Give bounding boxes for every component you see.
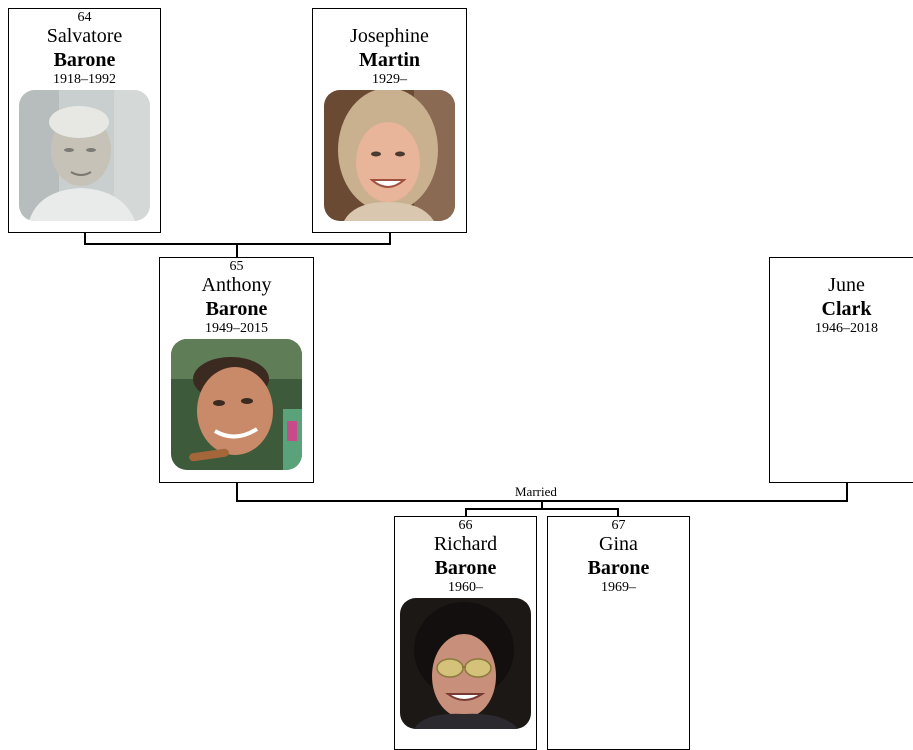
connector-line — [389, 232, 391, 244]
connector-line — [846, 482, 848, 501]
connector-line — [84, 232, 86, 244]
portrait-photo — [19, 90, 150, 221]
connector-line — [617, 508, 619, 517]
given-name: Salvatore — [46, 25, 123, 47]
person-photo-icon — [400, 598, 531, 729]
person-card-salvatore[interactable]: 64 Salvatore Barone 1918–1992 — [8, 8, 161, 233]
surname: Barone — [434, 557, 497, 579]
surname: Clark — [821, 298, 872, 320]
connector-line — [84, 243, 391, 245]
surname: Martin — [358, 49, 421, 71]
given-name: June — [828, 274, 865, 296]
connector-line — [236, 482, 238, 501]
life-dates: 1929– — [372, 72, 407, 87]
person-card-richard[interactable]: 66 Richard Barone 1960– — [394, 516, 537, 750]
life-dates: 1918–1992 — [53, 72, 116, 87]
portrait-photo — [171, 339, 302, 470]
person-card-june[interactable]: June Clark 1946–2018 — [769, 257, 913, 483]
given-name: Josephine — [350, 25, 429, 47]
person-number: 64 — [77, 10, 92, 25]
person-number: 65 — [229, 259, 244, 274]
connector-line — [465, 508, 619, 510]
person-card-anthony[interactable]: 65 Anthony Barone 1949–2015 — [159, 257, 314, 483]
union-label: Married — [513, 484, 559, 499]
connector-line — [465, 508, 467, 517]
given-name: Anthony — [201, 274, 272, 296]
surname: Barone — [587, 557, 650, 579]
person-number: 66 — [458, 518, 473, 533]
person-number: 67 — [611, 518, 626, 533]
person-card-gina[interactable]: 67 Gina Barone 1969– — [547, 516, 690, 750]
life-dates: 1949–2015 — [205, 321, 268, 336]
connector-line — [541, 500, 543, 509]
person-photo-icon — [324, 90, 455, 221]
person-card-josephine[interactable]: Josephine Martin 1929– — [312, 8, 467, 233]
person-photo-icon — [171, 339, 302, 470]
surname: Barone — [205, 298, 268, 320]
life-dates: 1960– — [448, 580, 483, 595]
portrait-photo — [400, 598, 531, 729]
connector-line — [236, 243, 238, 258]
life-dates: 1969– — [601, 580, 636, 595]
portrait-photo — [324, 90, 455, 221]
given-name: Richard — [433, 533, 498, 555]
life-dates: 1946–2018 — [815, 321, 878, 336]
person-number — [770, 259, 913, 274]
person-number — [313, 10, 466, 25]
person-photo-icon — [19, 90, 150, 221]
surname: Barone — [53, 49, 116, 71]
given-name: Gina — [599, 533, 638, 555]
